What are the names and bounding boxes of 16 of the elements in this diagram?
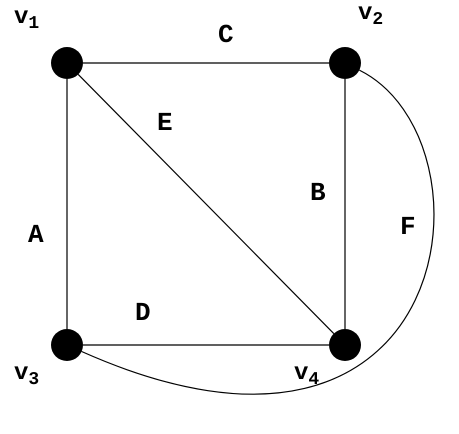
edge-label: B	[310, 180, 326, 206]
edge-line	[66, 79, 68, 329]
vertex-label: v$_{3}$	[14, 362, 40, 386]
vertex-label: v$_{2}$	[358, 2, 384, 26]
edge-label: E	[157, 110, 173, 136]
edge-label: F	[400, 214, 416, 240]
edge-line	[78, 74, 334, 334]
edge-label: C	[218, 22, 234, 48]
edge-line	[81, 70, 434, 394]
vertex-label: v$_{1}$	[14, 6, 40, 30]
edge-line	[83, 62, 329, 64]
edge-line	[344, 79, 346, 329]
edge-line	[83, 344, 329, 346]
vertex-label: v$_{4}$	[294, 362, 320, 386]
edge-label: A	[28, 222, 44, 248]
edge-label: D	[135, 300, 151, 326]
